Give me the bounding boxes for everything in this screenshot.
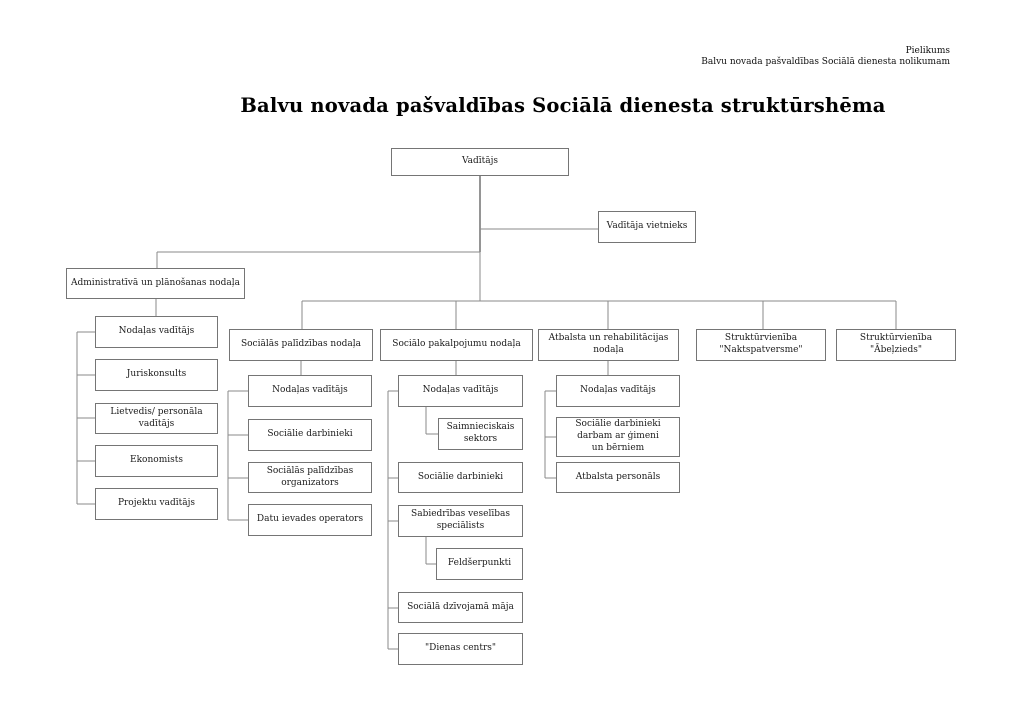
node-admin-economist: Ekonomists <box>95 445 218 477</box>
node-services-day-center: "Dienas centrs" <box>398 633 523 665</box>
annotation-line-2: Balvu novada pašvaldības Sociālā dienest… <box>701 57 950 67</box>
node-unit-abelzieds: Struktūrvienība "Ābeļzieds" <box>836 329 956 361</box>
node-admin-head: Nodaļas vadītājs <box>95 316 218 348</box>
node-admin-clerk-hr: Lietvedis/ personāla vadītājs <box>95 403 218 434</box>
node-support-head: Nodaļas vadītājs <box>556 375 680 407</box>
node-aid-social-workers: Sociālie darbinieki <box>248 419 372 451</box>
node-admin-legal-consultant: Juriskonsults <box>95 359 218 391</box>
node-services-social-workers: Sociālie darbinieki <box>398 462 523 493</box>
node-dept-social-services: Sociālo pakalpojumu nodaļa <box>380 329 533 361</box>
node-aid-organizer: Sociālās palīdzības organizators <box>248 462 372 493</box>
node-support-family-social-workers: Sociālie darbinieki darbam ar ģimeni un … <box>556 417 680 457</box>
node-services-economic-sector: Saimnieciskais sektors <box>438 418 523 450</box>
node-aid-head: Nodaļas vadītājs <box>248 375 372 407</box>
node-aid-data-operator: Datu ievades operators <box>248 504 372 536</box>
node-dept-social-aid: Sociālās palīdzības nodaļa <box>229 329 373 361</box>
node-services-head: Nodaļas vadītājs <box>398 375 523 407</box>
node-services-public-health-specialist: Sabiedrības veselības speciālists <box>398 505 523 537</box>
node-dept-support-rehab: Atbalsta un rehabilitācijas nodaļa <box>538 329 679 361</box>
node-admin-project-manager: Projektu vadītājs <box>95 488 218 520</box>
annotation-line-1: Pielikums <box>905 46 950 56</box>
node-director: Vadītājs <box>391 148 569 176</box>
node-dept-administrative: Administratīvā un plānošanas nodaļa <box>66 268 245 299</box>
node-services-social-housing: Sociālā dzīvojamā māja <box>398 592 523 623</box>
node-services-feldsher-points: Feldšerpunkti <box>436 548 523 580</box>
document-annotation: Pielikums Balvu novada pašvaldības Sociā… <box>701 46 950 68</box>
node-unit-naktspatversme: Struktūrvienība "Naktspatversme" <box>696 329 826 361</box>
page-title: Balvu novada pašvaldības Sociālā dienest… <box>240 94 886 117</box>
node-support-staff: Atbalsta personāls <box>556 462 680 493</box>
node-deputy-director: Vadītāja vietnieks <box>598 211 696 243</box>
